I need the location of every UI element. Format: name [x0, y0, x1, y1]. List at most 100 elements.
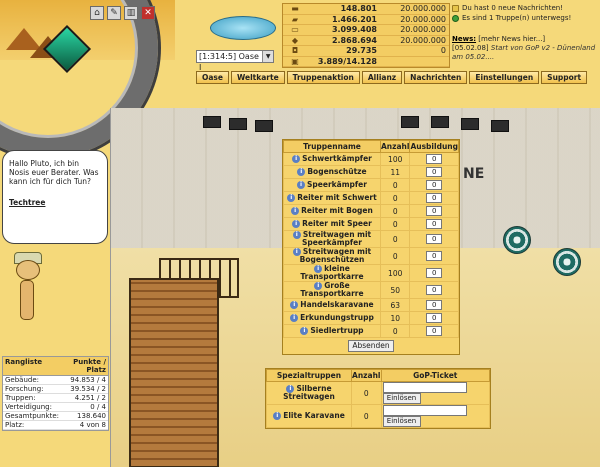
info-icon[interactable]: i [314, 282, 323, 290]
info-icon[interactable]: i [287, 194, 296, 202]
troop-name[interactable]: Reiter mit Speer [302, 219, 372, 228]
redeem-button[interactable]: Einlösen [382, 416, 421, 427]
troop-input-cell: 0 [409, 217, 459, 231]
troop-training-input[interactable]: 0 [426, 180, 443, 190]
info-icon[interactable]: i [292, 231, 301, 239]
info-icon[interactable]: i [314, 265, 323, 273]
info-icon[interactable]: i [292, 220, 301, 228]
submit-button[interactable]: Absenden [348, 340, 394, 352]
edit-icon[interactable]: ✎ [107, 6, 121, 20]
chevron-down-icon[interactable]: ▼ [262, 51, 273, 62]
troop-count: 0 [379, 217, 411, 231]
resource-max: 0 [440, 46, 446, 56]
home-icon[interactable]: ⌂ [90, 6, 104, 20]
troop-name[interactable]: Große Transportkarre [300, 281, 364, 298]
news-box: News: [mehr News hier...] [05.02.08] Sta… [452, 35, 598, 62]
troop-input-cell: 0 [409, 204, 459, 218]
troop-name[interactable]: Schwertkämpfer [302, 154, 372, 163]
troop-training-input[interactable]: 0 [426, 285, 443, 295]
nav-nachrichten[interactable]: Nachrichten [404, 71, 468, 84]
info-icon[interactable]: i [290, 314, 299, 322]
ticket-input[interactable] [382, 405, 467, 416]
troop-training-input[interactable]: 0 [426, 268, 443, 278]
troop-input-cell: 0 [409, 264, 459, 282]
troop-name[interactable]: Reiter mit Schwert [297, 193, 377, 202]
info-icon[interactable]: i [273, 412, 282, 420]
advisor-head [16, 260, 40, 280]
troop-name[interactable]: Speerkämpfer [307, 180, 367, 189]
col-troop-training: Ausbildung [409, 140, 459, 153]
troop-training-input[interactable]: 0 [426, 313, 443, 323]
news-more-link[interactable]: [mehr News hier...] [478, 35, 546, 43]
info-icon[interactable]: i [292, 155, 301, 163]
troop-name[interactable]: Bogenschütze [307, 167, 367, 176]
info-icon[interactable]: i [290, 301, 299, 309]
troop-training-input[interactable]: 0 [426, 300, 443, 310]
message-notice[interactable]: Du hast 0 neue Nachrichten! [452, 3, 598, 13]
troop-name[interactable]: Erkundungstrupp [300, 313, 374, 322]
nav-einstellungen[interactable]: Einstellungen [469, 71, 540, 84]
troop-name[interactable]: kleine Transportkarre [300, 264, 364, 281]
info-icon[interactable]: i [292, 248, 301, 256]
resource-value: 3.889/14.128 [317, 56, 377, 66]
ranking-label: Truppen: [5, 394, 36, 402]
troop-training-input[interactable]: 0 [426, 219, 443, 229]
troop-training-input[interactable]: 0 [426, 154, 443, 164]
ranking-value: 138.640 [77, 412, 106, 420]
ranking-label: Gesamtpunkte: [5, 412, 60, 420]
ticket-input[interactable] [382, 382, 467, 393]
info-icon[interactable]: i [297, 181, 306, 189]
troop-training-input[interactable]: 0 [426, 167, 443, 177]
nav-weltkarte[interactable]: Weltkarte [231, 71, 285, 84]
troop-input-cell: 0 [409, 281, 459, 299]
ranking-header: Rangliste Punkte / Platz [3, 357, 108, 376]
wall-window [229, 118, 247, 130]
troop-training-input[interactable]: 0 [426, 193, 443, 203]
news-text[interactable]: Start von GoP v2 - Dünenland am 05.02...… [452, 44, 596, 61]
ranking-row: Platz:4 von 8 [3, 421, 108, 430]
nav-allianz[interactable]: Allianz [361, 71, 403, 84]
troop-name[interactable]: Handelskaravane [300, 300, 374, 309]
resource-panel: ▬ 148.801 20.000.000 ▰ 1.466.201 20.000.… [282, 3, 450, 68]
troop-training-input[interactable]: 0 [426, 206, 443, 216]
troop-training-input[interactable]: 0 [426, 234, 443, 244]
troop-name[interactable]: Siedlertrupp [310, 326, 364, 335]
nav-truppenaktion[interactable]: Truppenaktion [286, 71, 360, 84]
troop-notice[interactable]: Es sind 1 Truppe(n) unterwegs! [452, 13, 598, 23]
info-icon[interactable]: i [286, 385, 295, 393]
news-label: News: [452, 35, 477, 43]
nav-oase[interactable]: Oase [196, 71, 229, 84]
info-icon[interactable]: i [297, 168, 306, 176]
nav-support[interactable]: Support [541, 71, 588, 84]
close-icon[interactable]: ✕ [141, 6, 155, 20]
troop-count: 10 [379, 311, 411, 325]
info-icon[interactable]: i [300, 327, 309, 335]
chart-icon[interactable]: ▥ [124, 6, 138, 20]
ranking-row: Gebäude:94.853 / 4 [3, 376, 108, 385]
ranking-value: 39.534 / 2 [70, 385, 106, 393]
troop-name[interactable]: Streitwagen mit Speerkämpfer [302, 230, 372, 247]
troop-training-input[interactable]: 0 [426, 251, 443, 261]
troop-training-input[interactable]: 0 [426, 326, 443, 336]
troop-name[interactable]: Streitwagen mit Bogenschützen [299, 247, 372, 264]
info-icon[interactable]: i [291, 207, 300, 215]
redeem-button[interactable]: Einlösen [382, 393, 421, 404]
troop-name[interactable]: Reiter mit Bogen [301, 206, 373, 215]
techtree-link[interactable]: Techtree [9, 198, 46, 207]
resource-row-population: ▣ 3.889/14.128 [283, 56, 449, 67]
oasis-select[interactable]: [1:314:5] Oase I ▼ [196, 50, 274, 72]
archery-target-icon [503, 226, 531, 254]
